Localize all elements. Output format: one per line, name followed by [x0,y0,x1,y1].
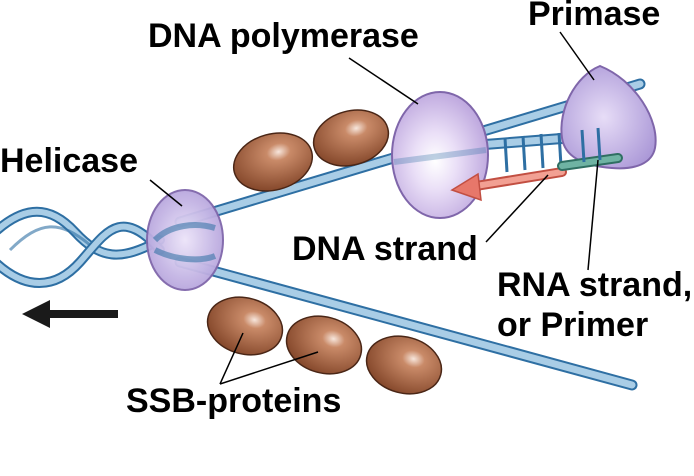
label-helicase: Helicase [0,142,138,180]
ssb-protein-upper-1 [232,132,314,192]
double-helix [0,206,165,288]
ssb-protein-upper-2 [312,109,390,167]
base-pairs [503,132,563,173]
ssb-protein-lower-1 [206,296,284,356]
label-ssb-proteins: SSB-proteins [126,382,341,420]
ssb-protein-lower-2 [285,315,363,375]
label-rna-strand-line1: RNA strand, [497,266,692,304]
label-dna-strand: DNA strand [292,230,478,268]
label-rna-strand-line2: or Primer [497,306,648,344]
leader-lines [149,31,599,385]
label-primase: Primase [528,0,660,33]
primase-enzyme [560,64,657,170]
label-dna-polymerase: DNA polymerase [148,17,419,55]
new-dna-strand [450,167,567,202]
helicase-enzyme [146,189,224,291]
direction-arrow [22,300,118,328]
ssb-protein-lower-3 [365,335,443,395]
lower-strand [174,256,638,391]
rna-primer [557,127,623,171]
